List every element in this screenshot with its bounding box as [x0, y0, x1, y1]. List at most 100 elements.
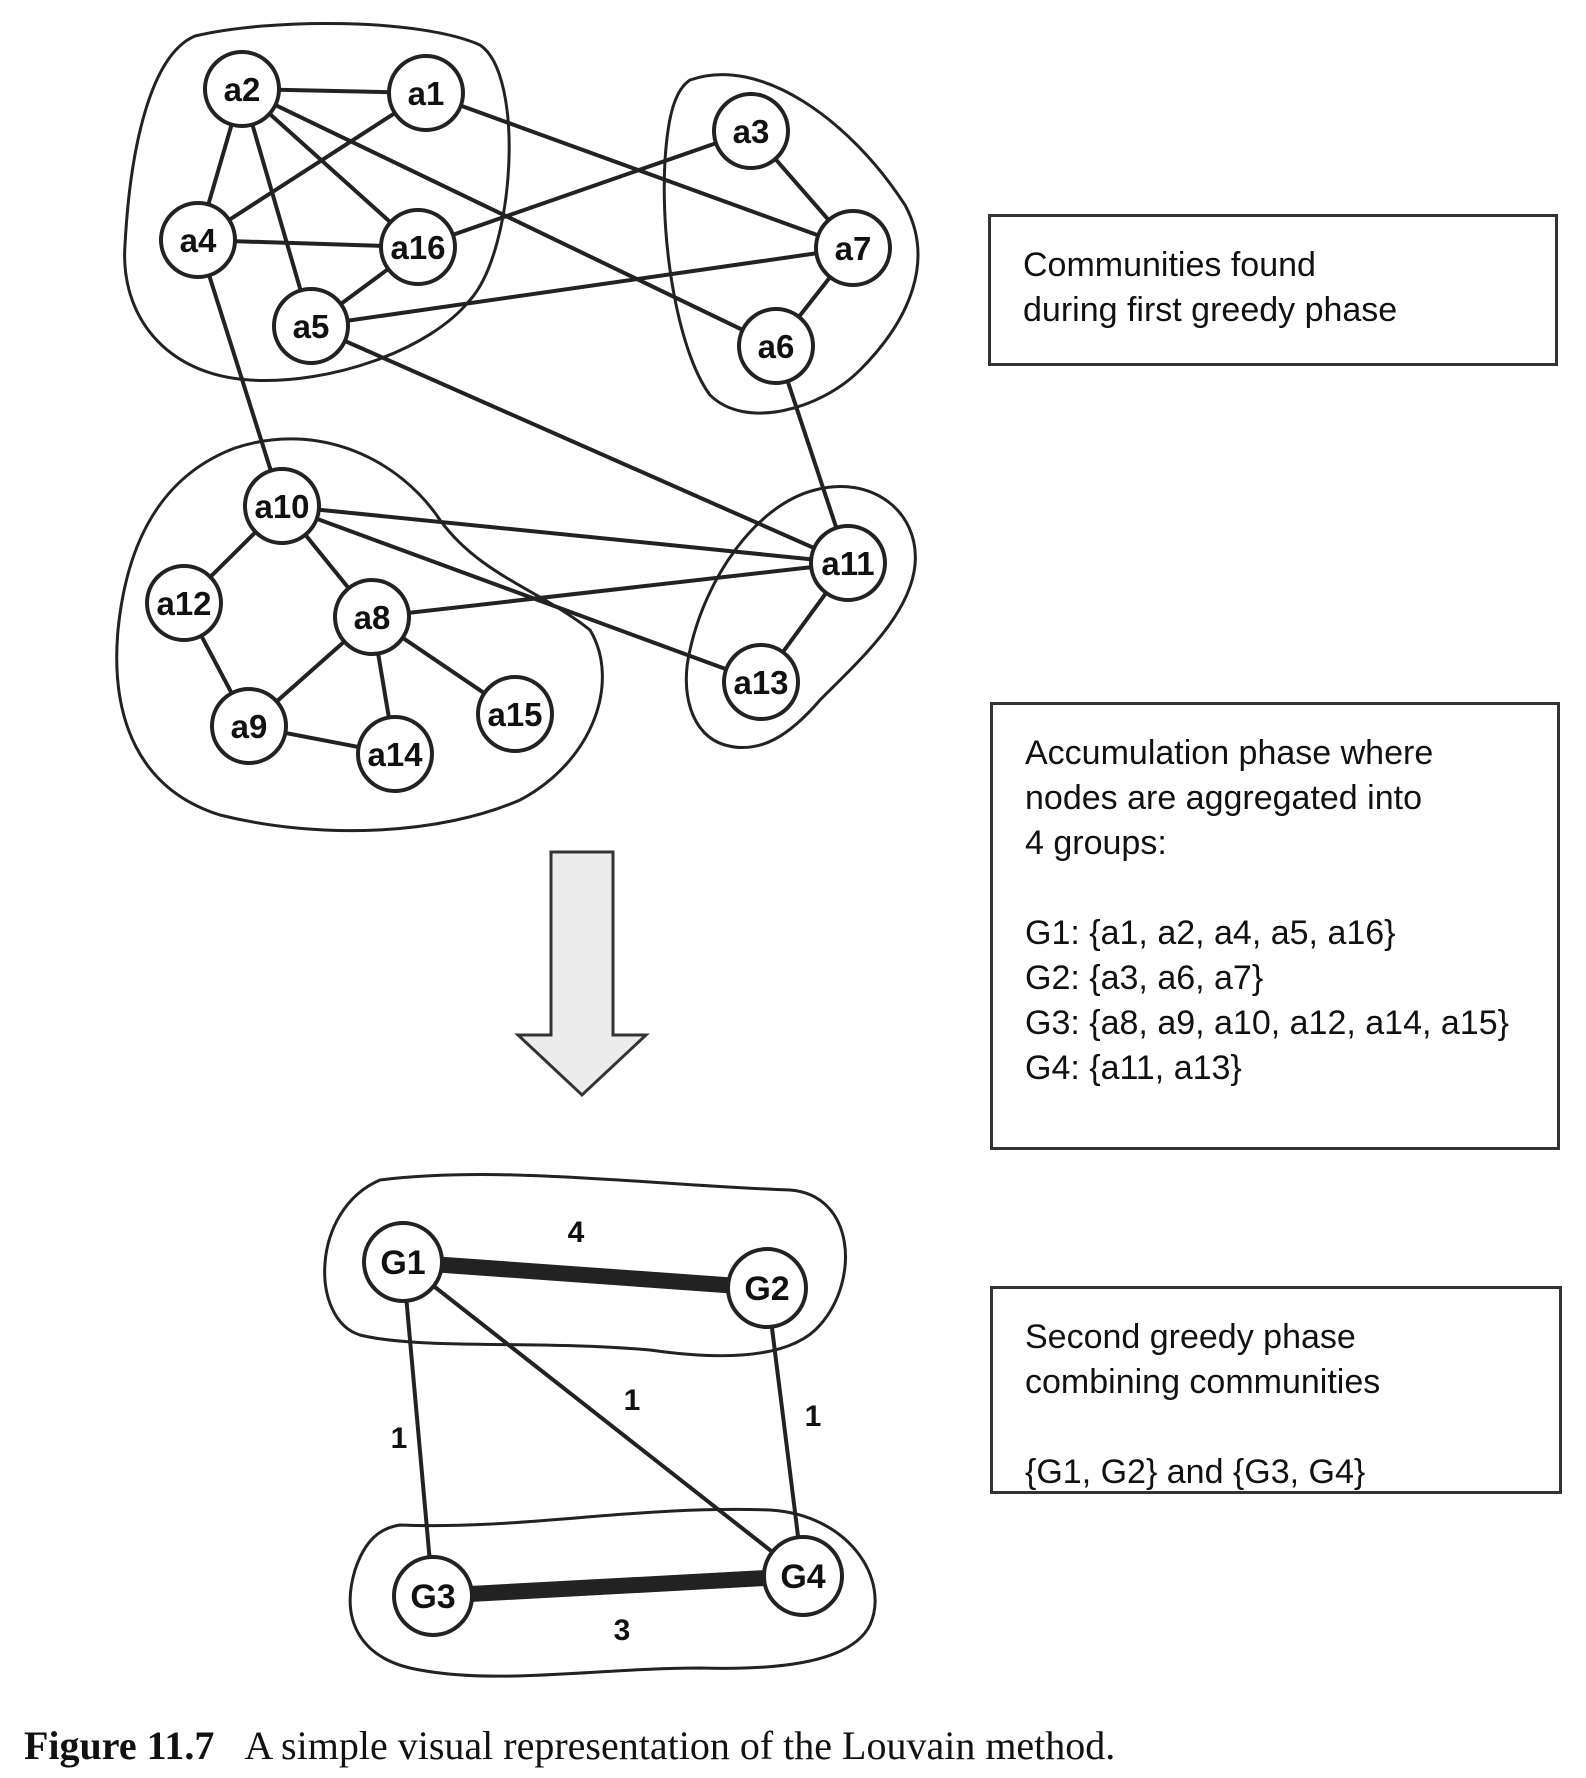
edge-a16-a3 — [417, 129, 752, 249]
node-a9: a9 — [210, 687, 288, 765]
edge-a5-a7 — [310, 246, 854, 328]
aggregated-node-G3: G3 — [392, 1555, 474, 1637]
node-circle-a13 — [722, 643, 800, 721]
node-a12: a12 — [145, 564, 223, 642]
aggregated-edge-G1-G3 — [401, 1261, 435, 1597]
edge-weight-G3-G4: 3 — [614, 1614, 631, 1647]
aggregated-edge-G3-G4 — [432, 1568, 804, 1604]
node-label-a12: a12 — [156, 585, 211, 622]
edge-a2-a16 — [240, 87, 420, 249]
node-label-a6: a6 — [758, 328, 795, 365]
node-a11: a11 — [809, 524, 887, 602]
graph-nodes: a1 a2 a3 a4 a5 a6 a7 a8 a9 a10 a11 a12 a13 a14 a15 a16 — [145, 50, 892, 793]
phase3-line2: combining communities — [1025, 1363, 1381, 1401]
node-circle-a12 — [145, 564, 223, 642]
node-label-a16: a16 — [390, 229, 445, 266]
node-a4: a4 — [159, 201, 237, 279]
community-hull-g2 — [662, 73, 920, 415]
phase3-line1: Second greedy phase — [1025, 1318, 1356, 1356]
node-label-a14: a14 — [367, 736, 423, 773]
aggregated-node-label-G2: G2 — [744, 1270, 789, 1308]
edge-a8-a11 — [371, 561, 849, 619]
node-circle-a5 — [272, 287, 350, 365]
node-label-a11: a11 — [821, 545, 874, 582]
node-circle-a6 — [737, 307, 815, 385]
phase2-line1: Accumulation phase where — [1025, 734, 1434, 772]
hull-g3-g4 — [348, 1507, 877, 1678]
edge-a2-a5 — [240, 88, 313, 327]
aggregated-node-label-G3: G3 — [410, 1578, 455, 1616]
phase3-line3: {G1, G2} and {G3, G4} — [1025, 1453, 1366, 1491]
phase3-box: Second greedy phase combining communitie… — [990, 1286, 1562, 1494]
figure-caption-text: A simple visual representation of the Lo… — [244, 1723, 1116, 1768]
edge-a5-a11 — [310, 324, 849, 565]
phase2-group-g3: G3: {a8, a9, a10, a12, a14, a15} — [1025, 1004, 1509, 1042]
node-circle-a14 — [356, 715, 434, 793]
node-circle-a3 — [712, 92, 790, 170]
phase2-line2: nodes are aggregated into — [1025, 779, 1422, 817]
node-circle-a9 — [210, 687, 288, 765]
figure-number: Figure 11.7 — [24, 1723, 215, 1768]
aggregated-edge-G1-G4 — [401, 1260, 805, 1578]
edge-a4-a10 — [196, 239, 284, 507]
node-circle-a2 — [203, 50, 281, 128]
aggregated-hulls — [323, 1173, 877, 1678]
edge-a2-a6 — [241, 87, 777, 348]
edge-weight-G1-G2: 4 — [568, 1216, 585, 1249]
edge-a10-a11 — [281, 504, 849, 565]
node-a5: a5 — [272, 287, 350, 365]
aggregated-node-circle-G4 — [762, 1535, 844, 1617]
community-hull-g1 — [123, 21, 511, 382]
phase2-gap — [1025, 866, 1525, 911]
node-circle-a10 — [243, 467, 321, 545]
node-a6: a6 — [737, 307, 815, 385]
node-label-a1: a1 — [408, 75, 445, 112]
node-a13: a13 — [722, 643, 800, 721]
aggregated-edge-weights: 4 3 1 1 1 — [391, 1216, 822, 1647]
aggregated-edge-G2-G4 — [765, 1287, 805, 1577]
edge-a1-a4 — [196, 91, 428, 242]
node-a8: a8 — [333, 578, 411, 656]
node-label-a2: a2 — [224, 71, 261, 108]
phase1-box: Communities found during first greedy ph… — [988, 214, 1558, 366]
node-circle-a1 — [387, 54, 465, 132]
node-label-a3: a3 — [733, 113, 770, 150]
edge-weight-G1-G3: 1 — [391, 1422, 408, 1455]
node-circle-a16 — [379, 208, 457, 286]
edge-weight-G2-G4: 1 — [805, 1400, 822, 1433]
phase2-group-g4: G4: {a11, a13} — [1025, 1049, 1242, 1087]
aggregated-node-G2: G2 — [726, 1247, 808, 1329]
node-label-a5: a5 — [293, 308, 330, 345]
aggregated-node-circle-G1 — [362, 1221, 444, 1303]
node-label-a4: a4 — [180, 222, 217, 259]
aggregated-node-G4: G4 — [762, 1535, 844, 1617]
edge-weight-G1-G4: 1 — [624, 1384, 641, 1417]
node-label-a7: a7 — [835, 230, 872, 267]
aggregated-edges — [401, 1254, 805, 1604]
node-circle-a11 — [809, 524, 887, 602]
node-a1: a1 — [387, 54, 465, 132]
node-label-a13: a13 — [733, 664, 788, 701]
phase1-line1: Communities found — [1023, 246, 1316, 284]
node-a14: a14 — [356, 715, 434, 793]
node-a10: a10 — [243, 467, 321, 545]
node-circle-a4 — [159, 201, 237, 279]
phase2-group-g1: G1: {a1, a2, a4, a5, a16} — [1025, 914, 1396, 952]
aggregated-node-label-G1: G1 — [380, 1244, 425, 1282]
node-circle-a7 — [814, 209, 892, 287]
node-a2: a2 — [203, 50, 281, 128]
node-label-a8: a8 — [354, 599, 391, 636]
node-a16: a16 — [379, 208, 457, 286]
node-a15: a15 — [476, 675, 554, 753]
community-hull-g4 — [684, 485, 917, 750]
node-a7: a7 — [814, 209, 892, 287]
hull-g1-g2 — [323, 1173, 847, 1358]
node-label-a15: a15 — [487, 696, 542, 733]
aggregated-node-circle-G2 — [726, 1247, 808, 1329]
aggregated-edge-G1-G2 — [402, 1254, 768, 1296]
down-arrow — [514, 850, 650, 1098]
edge-a10-a13 — [281, 504, 762, 684]
figure-caption: Figure 11.7 A simple visual representatio… — [24, 1722, 1115, 1769]
